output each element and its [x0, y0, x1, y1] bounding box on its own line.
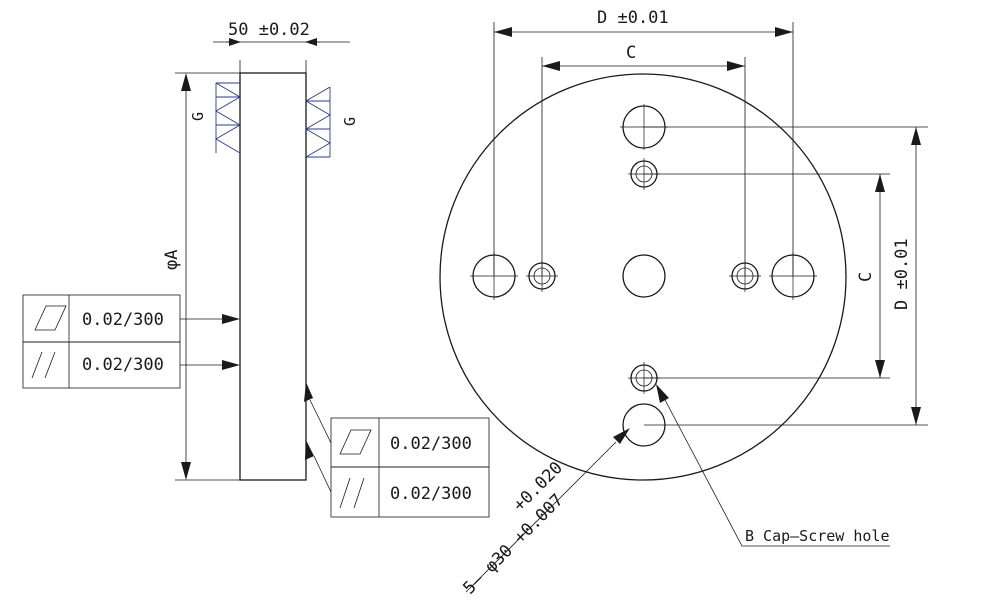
- grind-mark-right: G: [305, 86, 359, 158]
- tolerance-value: 0.02/300: [390, 484, 472, 504]
- cap-screw-label: B Cap–Screw hole: [745, 527, 890, 545]
- right-inner-dim-label: C: [856, 272, 876, 282]
- front-view: D ±0.01 C C D ±0.01: [439, 8, 928, 599]
- tolerance-frame-flatness-right: 0.02/300: [304, 382, 490, 468]
- center-hole: [622, 254, 666, 298]
- grind-mark-left: G: [189, 82, 241, 154]
- thickness-label: 50 ±0.02: [228, 20, 310, 40]
- top-inner-dimension: C: [541, 43, 746, 276]
- hole-callout: +0.020 5– φ30 +0.007: [459, 428, 630, 599]
- thickness-dimension: 50 ±0.02: [213, 20, 350, 73]
- parallelism-icon: [31, 351, 56, 379]
- flatness-icon: [339, 429, 372, 455]
- grind-mark-right-label: G: [341, 117, 359, 126]
- diameter-dimension: φA: [162, 72, 240, 481]
- tolerance-frame-flatness-left: 0.02/300: [22, 294, 240, 343]
- plate-side-outline: [239, 72, 307, 481]
- parallelism-icon: [339, 477, 365, 509]
- flatness-icon: [34, 305, 67, 331]
- tolerance-frame-parallelism-left: 0.02/300: [22, 341, 240, 389]
- right-outer-dimension: D ±0.01: [644, 126, 928, 426]
- top-outer-dimension: D ±0.01: [493, 8, 794, 276]
- right-inner-dimension: C: [644, 173, 890, 379]
- diameter-label: φA: [162, 250, 182, 270]
- side-view: 50 ±0.02 φA G G: [22, 20, 490, 518]
- tolerance-frame-parallelism-right: 0.02/300: [305, 440, 490, 518]
- tolerance-value: 0.02/300: [82, 355, 164, 375]
- cap-screw-leader: B Cap–Screw hole: [656, 384, 890, 547]
- tolerance-value: 0.02/300: [390, 434, 472, 454]
- top-inner-dim-label: C: [626, 43, 636, 63]
- grind-mark-left-label: G: [189, 112, 207, 121]
- right-outer-dim-label: D ±0.01: [892, 238, 912, 310]
- tolerance-value: 0.02/300: [82, 310, 164, 330]
- top-outer-dim-label: D ±0.01: [597, 8, 669, 28]
- plate-front-outline: [439, 73, 847, 481]
